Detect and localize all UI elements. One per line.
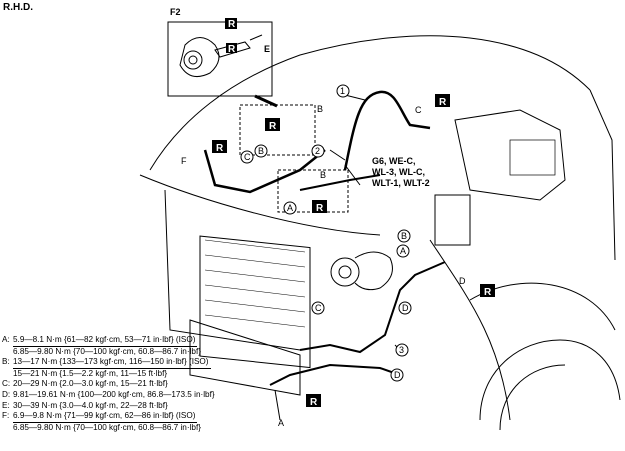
callout-2: 2: [315, 146, 320, 156]
pipe-3: [299, 261, 446, 354]
label-d-lower: D: [394, 370, 401, 380]
label-c-left: C: [244, 152, 251, 162]
diagram-title: R.H.D.: [3, 2, 33, 13]
label-b-mid: B: [320, 170, 326, 180]
label-a-bottom: A: [278, 418, 284, 428]
label-d-mid: D: [402, 303, 409, 313]
inset-label-e: E: [264, 44, 270, 54]
r-badges: R R R R R R R R: [212, 18, 495, 408]
hvac-unit: [454, 109, 566, 201]
label-d-right: D: [459, 276, 466, 286]
callout-1: 1: [340, 86, 345, 96]
torque-legend: A: 5.9—8.1 N·m {61—82 kgf·cm, 53—71 in·l…: [2, 335, 272, 433]
condenser: [199, 235, 311, 369]
label-b-upper: B: [317, 104, 323, 114]
inset-pulley: [183, 50, 203, 70]
inset-pointer: [254, 94, 278, 108]
svg-text:R: R: [439, 97, 447, 108]
detail-box-upper: [239, 104, 316, 156]
svg-text:R: R: [310, 397, 318, 408]
torque-row-e: E: 30—39 N·m {3.0—4.0 kgf·m, 22—28 ft·lb…: [2, 400, 168, 410]
bumper: [189, 319, 301, 396]
fender-outline: [589, 89, 616, 261]
label-b-circle: B: [258, 146, 264, 156]
dash-panel: [434, 194, 471, 246]
torque-row-c: C: 20—29 N·m {2.0—3.0 kgf·m, 15—21 ft·lb…: [2, 379, 168, 389]
svg-text:R: R: [316, 203, 324, 214]
label-b-comp: B: [401, 231, 407, 241]
svg-text:R: R: [484, 287, 492, 298]
models-note-2: WL-3, WL-C,: [372, 167, 425, 177]
models-note-1: G6, WE-C,: [372, 156, 416, 166]
tire: [479, 339, 621, 421]
pipe-lower: [269, 363, 401, 386]
models-note-3: WLT-1, WLT-2: [372, 178, 430, 188]
svg-text:R: R: [228, 44, 236, 55]
torque-row-a: A: 5.9—8.1 N·m {61—82 kgf·cm, 53—71 in·l…: [2, 335, 201, 356]
torque-row-b: B: 13—17 N·m {133—173 kgf·cm, 116—150 in…: [2, 357, 211, 378]
label-a-box: A: [287, 203, 293, 213]
compressor-body: [354, 251, 393, 291]
hood-outline: [149, 35, 591, 171]
torque-row-f: F: 6.9—9.8 N·m {71—99 kgf·cm, 62—86 in·l…: [2, 411, 201, 432]
label-c-lower: C: [315, 303, 322, 313]
label-f: F: [181, 156, 187, 166]
compressor-pulley: [330, 257, 360, 287]
inset-label-f2: F2: [170, 7, 181, 17]
callout-3: 3: [399, 345, 404, 355]
svg-text:R: R: [269, 121, 277, 132]
torque-row-d: D: 9.81—19.61 N·m {100—200 kgf·cm, 86.8—…: [2, 389, 215, 399]
inset-compressor: [179, 37, 220, 78]
pipe-2: [203, 149, 326, 194]
svg-text:R: R: [216, 143, 224, 154]
label-c-right: C: [415, 105, 422, 115]
hose-1: [343, 90, 431, 171]
svg-text:R: R: [228, 19, 236, 30]
label-a-comp: A: [400, 246, 406, 256]
